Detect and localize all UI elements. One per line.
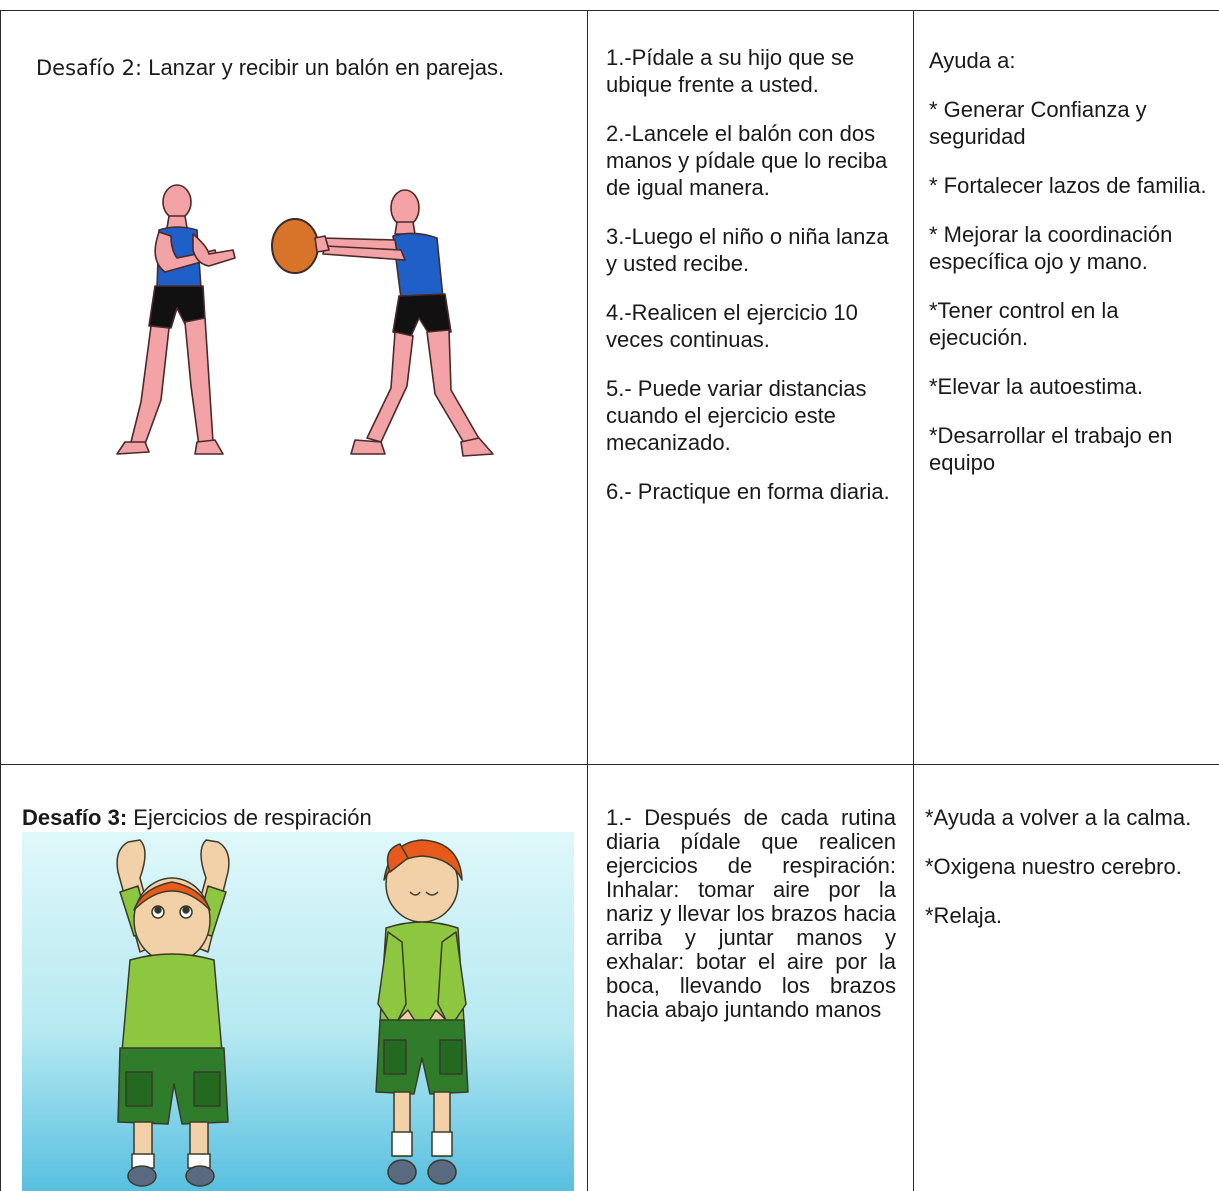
challenge-3-label: Desafío 3: xyxy=(22,805,128,830)
challenge-2-steps: 1.-Pídale a su hijo que se ubique frente… xyxy=(606,44,896,527)
right-player-figure xyxy=(314,189,494,457)
challenge-2-title: Desafío 2: Lanzar y recibir un balón en … xyxy=(36,54,504,82)
challenge-2-label: Desafío 2: xyxy=(36,56,143,80)
sky-background xyxy=(22,832,574,1191)
kid-arms-up-figure xyxy=(116,839,230,1187)
challenge-2-benefits: Ayuda a: * Generar Confianza y seguridad… xyxy=(929,47,1214,498)
step-2: 2.-Lancele el balón con dos manos y pída… xyxy=(606,121,888,200)
benefits-intro: Ayuda a: xyxy=(929,48,1016,73)
challenge-3-benefits: *Ayuda a volver a la calma. *Oxigena nue… xyxy=(925,804,1210,951)
table-border-top xyxy=(0,10,1219,11)
ball-throw-illustration-icon xyxy=(116,184,494,457)
step-3: 3.-Luego el niño o niña lanza y usted re… xyxy=(606,224,889,276)
challenge-3-title: Desafío 3: Ejercicios de respiración xyxy=(22,804,372,831)
benefit-6: *Desarrollar el trabajo en equipo xyxy=(929,423,1173,475)
step-5: 5.- Puede variar distancias cuando el ej… xyxy=(606,376,867,455)
benefit-1: * Generar Confianza y seguridad xyxy=(929,97,1147,149)
ball-icon xyxy=(271,218,319,274)
benefit-3-3: *Relaja. xyxy=(925,903,1003,928)
column-divider-1 xyxy=(587,10,588,1191)
left-player-figure xyxy=(116,184,236,455)
benefit-3: * Mejorar la coordinación específica ojo… xyxy=(929,222,1173,274)
column-divider-2 xyxy=(913,10,914,1191)
benefit-3-2: *Oxigena nuestro cerebro. xyxy=(925,854,1182,879)
challenge-2-text: Lanzar y recibir un balón en parejas. xyxy=(142,55,505,80)
step-4: 4.-Realicen el ejercicio 10 veces contin… xyxy=(606,300,858,352)
kid-arms-down-figure xyxy=(375,839,469,1185)
challenge-3-text: Ejercicios de respiración xyxy=(127,805,372,830)
step-1: 1.-Pídale a su hijo que se ubique frente… xyxy=(606,45,855,97)
table-border-left xyxy=(0,10,1,1191)
challenge-3-instructions: 1.- Después de cada rutina diaria pídale… xyxy=(606,805,896,1022)
benefit-2: * Fortalecer lazos de familia. xyxy=(929,173,1207,198)
benefit-3-1: *Ayuda a volver a la calma. xyxy=(925,805,1192,830)
benefit-4: *Tener control en la ejecución. xyxy=(929,298,1119,350)
step-6: 6.- Practique en forma diaria. xyxy=(606,479,890,504)
benefit-5: *Elevar la autoestima. xyxy=(929,374,1143,399)
row-divider xyxy=(0,764,1219,765)
breathing-kids-illustration-icon xyxy=(22,832,574,1191)
